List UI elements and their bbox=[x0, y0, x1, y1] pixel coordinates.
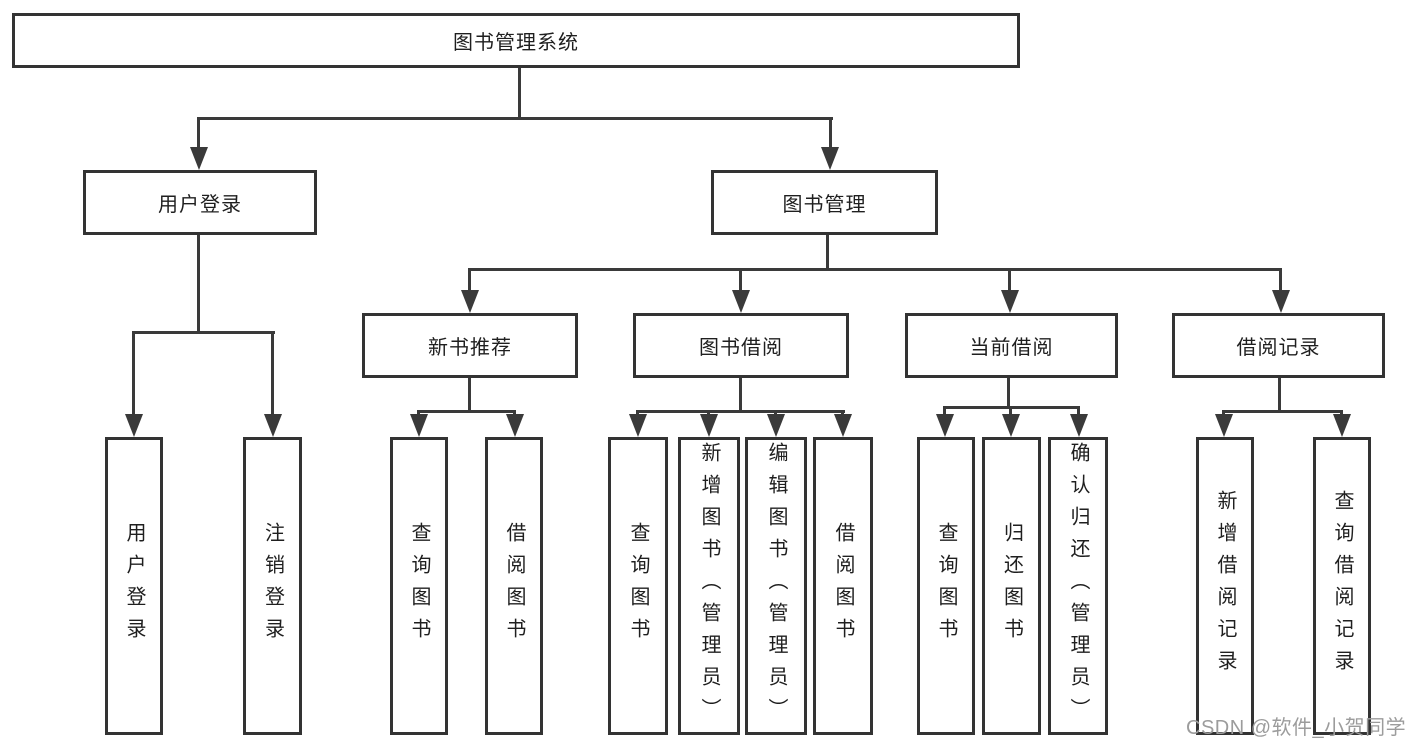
node-add-books-admin: 新增图书（管理员） bbox=[678, 437, 740, 735]
node-query-books-current: 查询图书 bbox=[917, 437, 975, 735]
node-label: 图书管理 bbox=[782, 194, 867, 216]
node-query-books-recommend: 查询图书 bbox=[390, 437, 448, 735]
node-return-books: 归还图书 bbox=[982, 437, 1041, 735]
connector-userlogin-stem bbox=[197, 233, 200, 334]
arrowhead-down bbox=[629, 414, 647, 437]
connector-arrow-stub bbox=[197, 117, 200, 151]
node-user-login: 用户登录 bbox=[105, 437, 163, 735]
node-label: 图书管理系统 bbox=[453, 32, 579, 54]
node-label: 查询图书 bbox=[935, 522, 957, 650]
connector-bookborrow-stem bbox=[739, 376, 742, 413]
csdn-watermark: CSDN @软件_小贺同学 bbox=[1186, 717, 1405, 739]
arrowhead-down bbox=[1002, 414, 1020, 437]
connector-arrow-stub bbox=[271, 331, 274, 415]
connector-borrowrecord-stem bbox=[1278, 376, 1281, 413]
connector-arrow-stub bbox=[739, 268, 742, 293]
connector-bookmgmt-stem bbox=[826, 233, 829, 271]
arrowhead-down bbox=[506, 414, 524, 437]
connector-newbookrec-branch bbox=[417, 410, 516, 413]
node-label: 查询图书 bbox=[627, 522, 649, 650]
node-label: 当前借阅 bbox=[969, 337, 1054, 359]
connector-arrow-stub bbox=[1009, 406, 1012, 416]
node-label: 新增借阅记录 bbox=[1214, 490, 1236, 682]
node-current-borrowing: 当前借阅 bbox=[905, 313, 1118, 378]
node-edit-books-admin: 编辑图书（管理员） bbox=[745, 437, 807, 735]
arrowhead-down bbox=[1070, 414, 1088, 437]
node-logout: 注销登录 bbox=[243, 437, 302, 735]
arrowhead-down bbox=[767, 414, 785, 437]
node-book-borrowing: 图书借阅 bbox=[633, 313, 849, 378]
node-add-borrow-record: 新增借阅记录 bbox=[1196, 437, 1254, 735]
arrowhead-down bbox=[190, 147, 208, 170]
node-query-borrow-record: 查询借阅记录 bbox=[1313, 437, 1371, 735]
connector-userlogin-branch bbox=[132, 331, 275, 334]
node-borrowing-records: 借阅记录 bbox=[1172, 313, 1385, 378]
connector-arrow-stub bbox=[468, 268, 471, 293]
connector-arrow-stub bbox=[132, 331, 135, 415]
node-borrow-books-recommend: 借阅图书 bbox=[485, 437, 543, 735]
node-query-books-borrowing: 查询图书 bbox=[608, 437, 668, 735]
node-label: 借阅图书 bbox=[832, 522, 854, 650]
node-label: 借阅记录 bbox=[1236, 337, 1321, 359]
node-label: 新书推荐 bbox=[428, 337, 512, 359]
connector-arrow-stub bbox=[943, 406, 946, 416]
arrowhead-down bbox=[936, 414, 954, 437]
node-label: 借阅图书 bbox=[503, 522, 525, 650]
arrowhead-down bbox=[264, 414, 282, 437]
arrowhead-down bbox=[1215, 414, 1233, 437]
node-label: 用户登录 bbox=[123, 522, 145, 650]
arrowhead-down bbox=[1333, 414, 1351, 437]
node-user-login-group: 用户登录 bbox=[83, 170, 317, 235]
node-label: 归还图书 bbox=[1000, 522, 1023, 650]
arrowhead-down bbox=[732, 290, 750, 313]
node-label: 查询图书 bbox=[408, 522, 430, 650]
arrowhead-down bbox=[410, 414, 428, 437]
arrowhead-down bbox=[834, 414, 852, 437]
node-borrow-books: 借阅图书 bbox=[813, 437, 873, 735]
connector-arrow-stub bbox=[1077, 406, 1080, 416]
connector-level2-branch bbox=[468, 268, 1282, 271]
arrowhead-down bbox=[1001, 290, 1019, 313]
node-book-management: 图书管理 bbox=[711, 170, 938, 235]
connector-borrowrecord-branch bbox=[1222, 410, 1343, 413]
arrowhead-down bbox=[1272, 290, 1290, 313]
arrowhead-down bbox=[821, 147, 839, 170]
node-label: 图书借阅 bbox=[699, 337, 783, 359]
connector-root-stem bbox=[518, 66, 521, 119]
connector-level1-branch bbox=[197, 117, 833, 120]
connector-currentborrow-stem bbox=[1007, 376, 1010, 409]
arrowhead-down bbox=[700, 414, 718, 437]
node-label: 新增图书（管理员） bbox=[698, 442, 720, 730]
connector-arrow-stub bbox=[829, 117, 832, 151]
node-library-management-system: 图书管理系统 bbox=[12, 13, 1020, 68]
node-label: 编辑图书（管理员） bbox=[765, 442, 787, 730]
node-label: 查询借阅记录 bbox=[1331, 490, 1353, 682]
arrowhead-down bbox=[461, 290, 479, 313]
node-new-book-recommend: 新书推荐 bbox=[362, 313, 578, 378]
connector-newbookrec-stem bbox=[468, 376, 471, 413]
connector-arrow-stub bbox=[1279, 268, 1282, 293]
node-label: 用户登录 bbox=[158, 194, 242, 216]
connector-bookborrow-branch bbox=[636, 410, 845, 413]
arrowhead-down bbox=[125, 414, 143, 437]
node-label: 确认归还（管理员） bbox=[1067, 442, 1089, 730]
node-label: 注销登录 bbox=[261, 522, 284, 650]
connector-arrow-stub bbox=[1008, 268, 1011, 293]
node-confirm-return-admin: 确认归还（管理员） bbox=[1048, 437, 1108, 735]
